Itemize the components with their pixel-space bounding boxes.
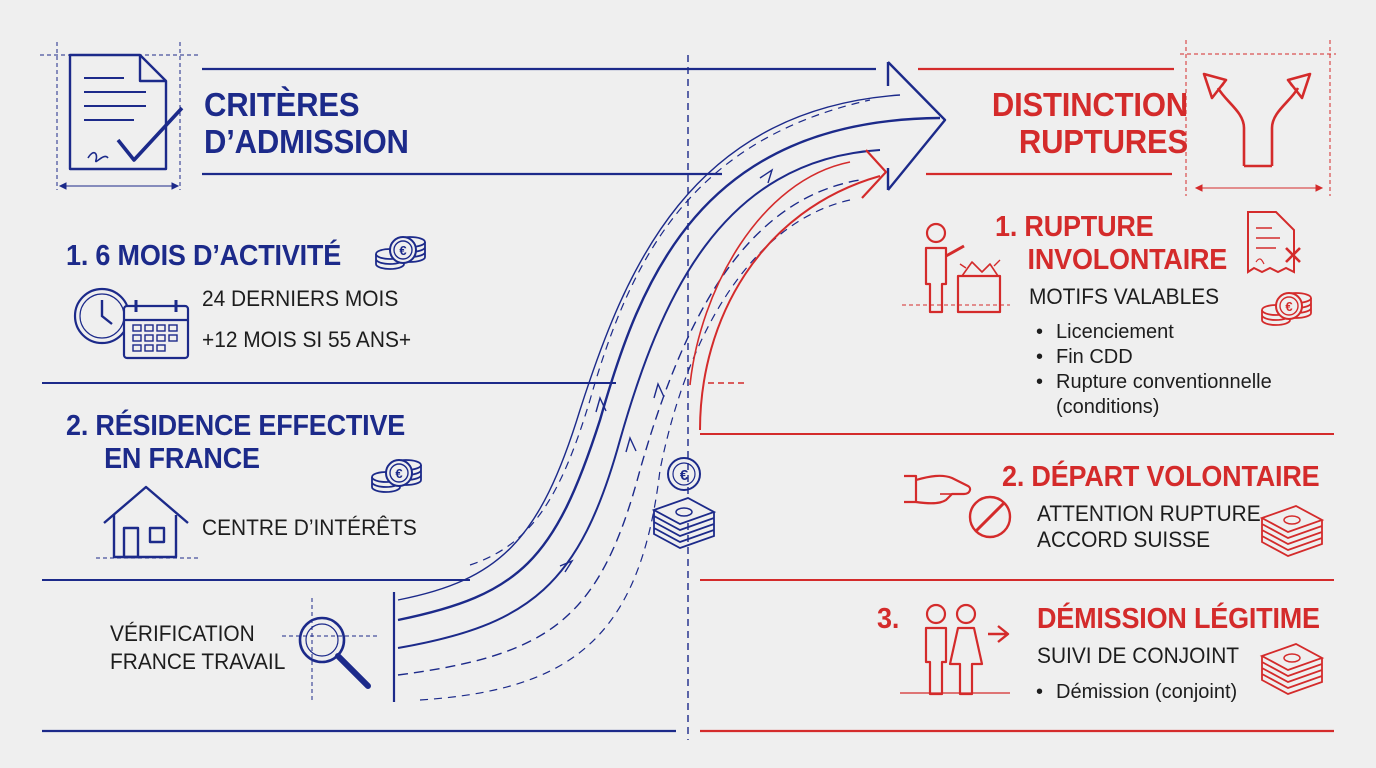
criterion-activity-details: 24 DERNIERS MOIS +12 MOIS SI 55 ANS+ — [202, 283, 411, 355]
euro-coins-icon — [375, 236, 426, 270]
list-item: Démission (conjoint) — [1036, 680, 1237, 705]
item-title-line: INVOLONTAIRE — [1027, 244, 1228, 276]
detail-line: ATTENTION RUPTURE — [1037, 501, 1261, 526]
couple-icon — [924, 603, 1010, 696]
verification-label: VÉRIFICATION FRANCE TRAVAIL — [110, 620, 285, 676]
banknotes-icon — [1261, 643, 1323, 695]
right-structure-lines — [700, 40, 1336, 733]
detail-line: +12 MOIS SI 55 ANS+ — [202, 327, 412, 352]
criterion-title-line: 2. RÉSIDENCE EFFECTIVE — [66, 410, 406, 442]
rupture-involontaire-subtitle: MOTIFS VALABLES — [1029, 284, 1220, 309]
depart-volontaire-title: 2. DÉPART VOLONTAIRE — [1002, 461, 1320, 494]
rupture-involontaire-list: Licenciement Fin CDD Rupture conventionn… — [1036, 320, 1272, 395]
fork-arrow-icon — [1202, 72, 1312, 168]
criterion-activity-title: 1. 6 MOIS D’ACTIVITÉ — [66, 240, 341, 273]
list-item-continuation: (conditions) — [1056, 396, 1160, 418]
item-title-line: DÉMISSION LÉGITIME — [1037, 603, 1320, 635]
hand-icon — [904, 474, 972, 505]
right-title: DISTINCTION RUPTURES — [983, 86, 1188, 160]
left-title: CRITÈRES D’ADMISSION — [204, 86, 409, 160]
criterion-title-line: 1. 6 MOIS D’ACTIVITÉ — [66, 240, 342, 272]
criterion-title-line: EN FRANCE — [104, 443, 260, 475]
prohibited-icon — [968, 495, 1012, 539]
depart-volontaire-details: ATTENTION RUPTURE ACCORD SUISSE — [1037, 501, 1261, 553]
invoice-cancel-icon — [1247, 211, 1301, 274]
list-item: Licenciement — [1036, 320, 1272, 345]
house-icon — [103, 485, 189, 559]
detail-line: ACCORD SUISSE — [1037, 527, 1211, 552]
right-title-line: DISTINCTION — [991, 86, 1188, 123]
rupture-involontaire-title: 1. RUPTURE INVOLONTAIRE — [995, 211, 1227, 277]
item-title-line: 1. RUPTURE — [995, 211, 1154, 243]
list-item: Fin CDD — [1036, 345, 1272, 370]
demission-legitime-title: DÉMISSION LÉGITIME — [1037, 603, 1320, 636]
left-title-line: D’ADMISSION — [204, 123, 409, 160]
detail-line: 24 DERNIERS MOIS — [202, 286, 399, 311]
item-title-line: 2. DÉPART VOLONTAIRE — [1002, 461, 1320, 493]
criterion-residence-title: 2. RÉSIDENCE EFFECTIVE EN FRANCE — [66, 410, 405, 476]
detail-line: CENTRE D’INTÉRÊTS — [202, 515, 417, 540]
demission-number: 3. — [877, 603, 900, 635]
svg-text:€: € — [680, 467, 689, 484]
list-item: Rupture conventionnelle — [1036, 370, 1272, 395]
magnifier-icon — [298, 616, 371, 689]
criterion-residence-details: CENTRE D’INTÉRÊTS — [202, 512, 417, 543]
demission-list: Démission (conjoint) — [1036, 680, 1237, 705]
calendar-icon — [122, 300, 190, 360]
document-check-icon — [68, 53, 184, 171]
right-title-line: RUPTURES — [1018, 123, 1188, 160]
left-title-line: CRITÈRES — [204, 86, 360, 123]
flow-arrows — [397, 61, 947, 701]
verification-line: FRANCE TRAVAIL — [110, 649, 286, 674]
banknotes-icon — [653, 497, 715, 549]
euro-coin-icon: € — [667, 457, 701, 491]
demission-subtitle: SUIVI DE CONJOINT — [1037, 643, 1240, 668]
person-box-icon — [924, 222, 1002, 314]
clock-icon — [73, 287, 131, 345]
verification-line: VÉRIFICATION — [110, 621, 255, 646]
banknotes-icon — [1261, 505, 1323, 557]
